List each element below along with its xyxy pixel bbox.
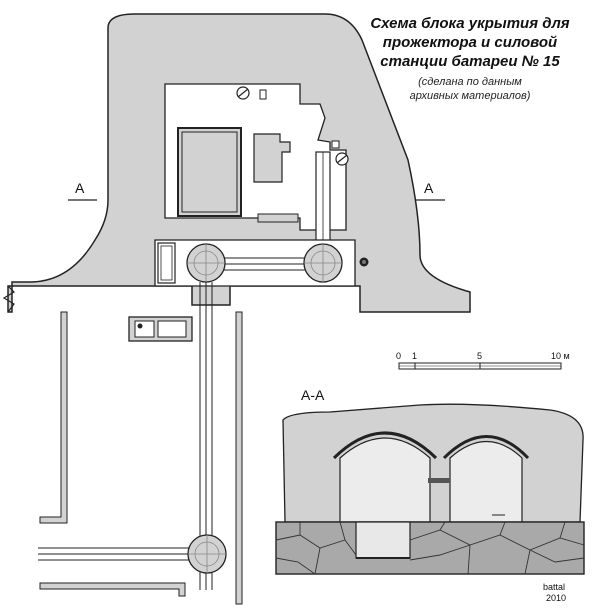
switch-box-icon bbox=[259, 89, 267, 100]
vault-right bbox=[449, 440, 523, 523]
scale-tick-1: 1 bbox=[412, 351, 418, 361]
door-opening bbox=[157, 242, 176, 284]
vent-icon bbox=[335, 152, 349, 166]
section-label-right: А bbox=[424, 180, 434, 196]
hatch-icon bbox=[359, 257, 369, 267]
turntable-icon bbox=[187, 534, 227, 574]
author-name: battal bbox=[543, 582, 566, 592]
diagram-title-line2: прожектора и силовой bbox=[382, 34, 558, 51]
switch-box-icon bbox=[331, 140, 340, 149]
diagram-title-line3: станции батареи № 15 bbox=[380, 53, 560, 70]
equipment-pit bbox=[177, 127, 242, 217]
trench-floor bbox=[355, 521, 411, 559]
wall-break bbox=[2, 285, 15, 313]
vault-left bbox=[339, 437, 431, 523]
scale-tick-5: 5 bbox=[477, 351, 483, 361]
equipment-pit-inner bbox=[181, 131, 238, 213]
section-earth-mound bbox=[282, 403, 584, 523]
turntable-icon bbox=[303, 243, 343, 283]
inner-pillar bbox=[253, 133, 291, 183]
trench-walls bbox=[39, 311, 243, 605]
stone-foundation bbox=[275, 521, 585, 575]
inner-niche bbox=[257, 213, 299, 223]
section-label-left: А bbox=[75, 180, 85, 196]
scale-tick-10: 10 м bbox=[551, 351, 570, 361]
scale-tick-0: 0 bbox=[396, 351, 402, 361]
vent-icon bbox=[236, 86, 250, 100]
author-year: 2010 bbox=[546, 593, 567, 603]
diagram-subtitle-line2: архивных материалов) bbox=[409, 90, 531, 102]
scale-bar bbox=[398, 362, 562, 370]
section-label-aa: А-А bbox=[301, 387, 325, 403]
diagram-subtitle-line1: (сделана по данным bbox=[418, 76, 522, 88]
turntable-icon bbox=[186, 243, 226, 283]
diagram-title-line1: Схема блока укрытия для bbox=[370, 15, 570, 32]
